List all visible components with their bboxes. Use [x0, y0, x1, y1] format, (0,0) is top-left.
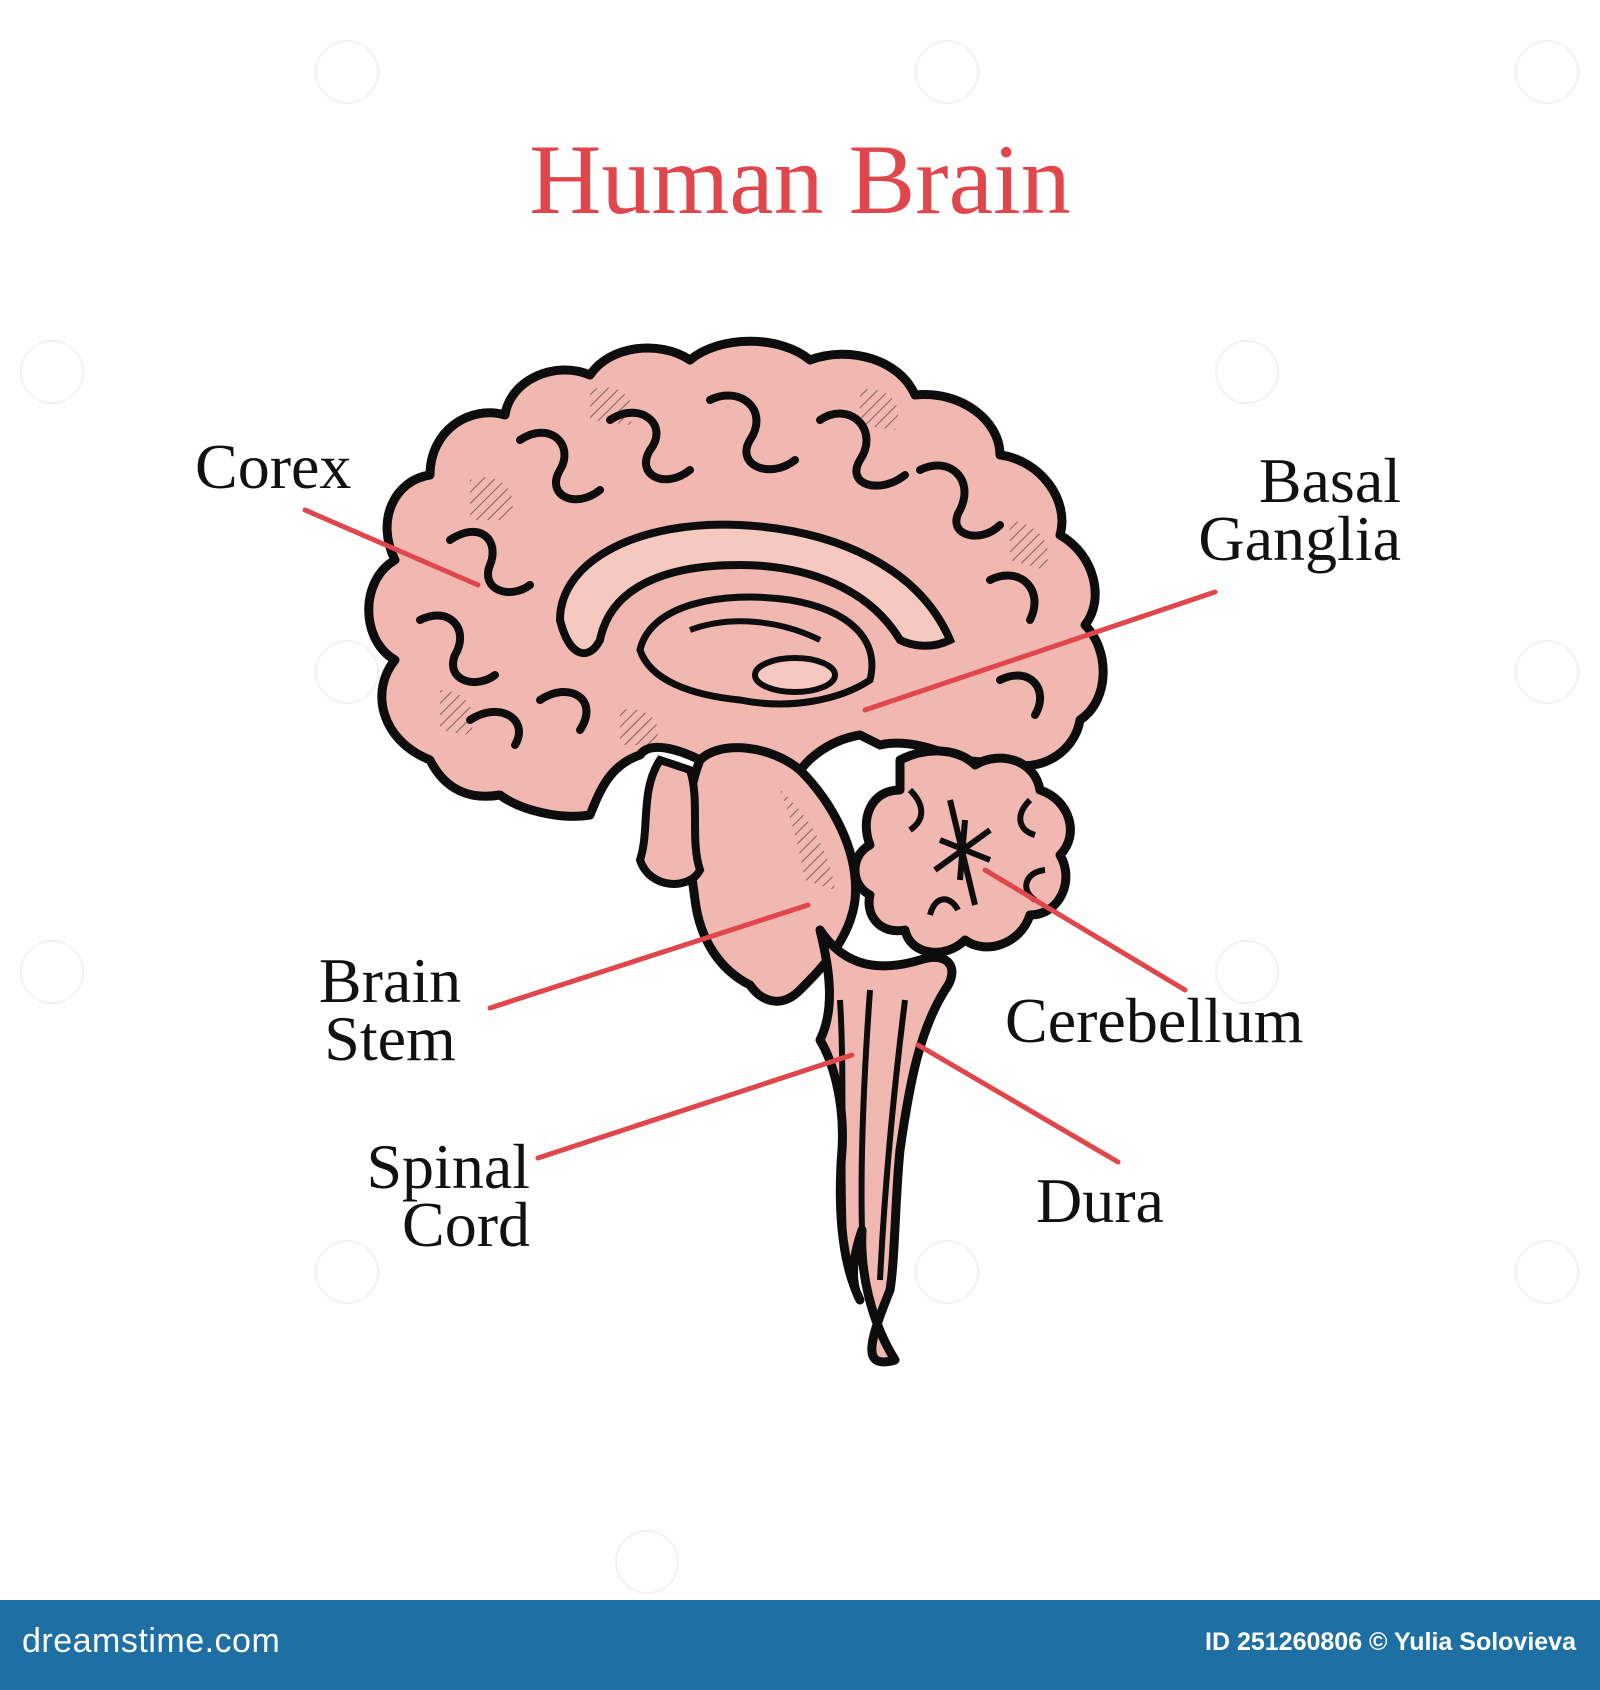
leader-line-dura — [915, 1042, 1121, 1165]
watermark-icon — [1215, 940, 1279, 1004]
watermark-icon — [915, 1240, 979, 1304]
leader-line-spinal-cord — [535, 1052, 855, 1161]
label-cortex: Corex — [195, 431, 352, 502]
leader-lines — [302, 507, 1218, 1165]
watermark-icon — [315, 40, 379, 104]
watermark-icon — [1515, 40, 1579, 104]
leader-line-cerebellum — [982, 867, 1188, 993]
leader-line-basal-ganglia — [862, 589, 1218, 713]
label-brain-stem: Brain Stem — [318, 945, 462, 1074]
label-basal-ganglia: Basal Ganglia — [1198, 445, 1401, 574]
corpus-callosum-shape — [555, 520, 956, 658]
label-dura: Dura — [1036, 1165, 1164, 1236]
footer-logo: dreamstime.com — [22, 1622, 281, 1660]
watermark-icon — [1515, 640, 1579, 704]
footer-bar: dreamstime.com ID 251260806 © Yulia Solo… — [0, 1600, 1600, 1690]
label-spinal-cord: Spinal Cord — [366, 1131, 530, 1260]
watermark-icon — [315, 640, 379, 704]
leader-line-cortex — [302, 507, 481, 588]
label-cerebellum: Cerebellum — [1005, 985, 1304, 1056]
watermark-icon — [615, 1530, 679, 1594]
watermark-icon — [915, 40, 979, 104]
diagram-title: Human Brain — [529, 124, 1071, 235]
watermark-icon — [1515, 1240, 1579, 1304]
leader-line-brain-stem — [487, 902, 811, 1011]
footer-credit: ID 251260806 © Yulia Solovieva — [1205, 1628, 1576, 1656]
watermark-icon — [20, 340, 84, 404]
brain-stem-shape — [683, 743, 861, 1006]
watermark-icon — [1215, 340, 1279, 404]
watermark-icon — [315, 1240, 379, 1304]
watermark-icon — [20, 940, 84, 1004]
